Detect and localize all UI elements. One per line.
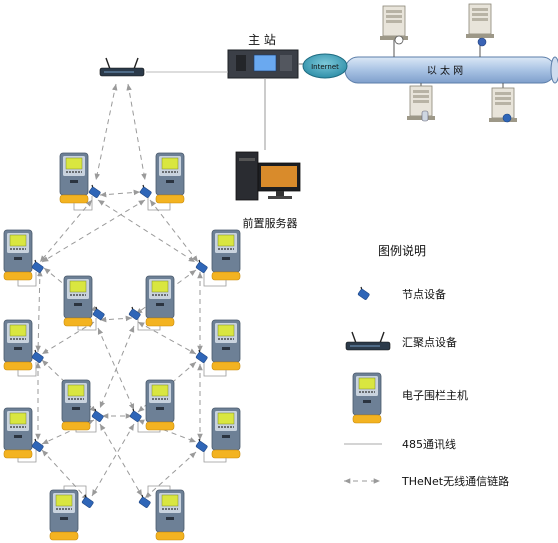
legend-item-router-label: 汇聚点设备 — [402, 335, 457, 349]
ethernet-label: 以 太 网 — [427, 64, 463, 77]
rs485-line — [137, 318, 161, 331]
rs485-line — [63, 485, 87, 498]
legend-title: 图例说明 — [378, 243, 426, 258]
fence-host-icon — [211, 229, 241, 281]
node-device-icon — [88, 184, 102, 199]
rs485-line — [75, 420, 97, 433]
rs485-line — [17, 450, 37, 463]
server-icon — [406, 83, 436, 122]
fence-host-icon — [352, 372, 382, 424]
rs485-line — [147, 485, 171, 498]
front-server-label: 前置服务器 — [243, 216, 298, 230]
aggregation-router-icon — [345, 331, 391, 351]
rs485-line — [17, 272, 37, 287]
fence-host-icon — [145, 275, 175, 327]
fence-host-icon — [211, 407, 241, 459]
fence-host-icon — [63, 275, 93, 327]
ethernet-bus: 以 太 网 — [344, 56, 558, 84]
node-device-icon — [138, 494, 152, 509]
node-device-icon — [357, 286, 371, 301]
legend-item-host-label: 电子围栏主机 — [402, 388, 468, 402]
aggregation-router-icon — [99, 57, 145, 77]
fence-host-icon — [59, 152, 89, 204]
internet-label: Internet — [311, 63, 339, 71]
fence-host-icon — [3, 319, 33, 371]
legend-item-wireless-label: THeNet无线通信链路 — [401, 474, 509, 488]
legend: 图例说明 节点设备 汇聚点设备 电子围栏主机 485通讯线 THeNet无线通信… — [344, 243, 509, 488]
node-device-icon — [195, 259, 209, 274]
rs485-line — [203, 362, 227, 377]
wireless-link-network — [35, 83, 203, 501]
fence-host-icon — [3, 229, 33, 281]
node-device-icon — [195, 438, 209, 453]
internet-cloud-icon: Internet — [298, 53, 348, 79]
rs485-line — [147, 196, 171, 211]
rs485-line — [137, 420, 161, 433]
fence-host-icon — [211, 319, 241, 371]
server-icon — [488, 83, 518, 123]
rs485-line — [203, 450, 227, 463]
rs485-line — [77, 318, 97, 331]
legend-item-node-label: 节点设备 — [402, 287, 446, 301]
rs485-line — [73, 196, 93, 211]
node-device-icon — [129, 408, 143, 423]
node-device-icon — [139, 184, 153, 199]
server-icon — [379, 5, 409, 57]
fence-host-icon — [3, 407, 33, 459]
rs485-line — [17, 362, 37, 377]
fence-host-icon — [61, 379, 91, 431]
fence-host-icon — [155, 489, 185, 541]
master-station-label: 主 站 — [248, 33, 276, 47]
front-server-workstation-icon — [235, 151, 301, 201]
legend-item-485-label: 485通讯线 — [402, 437, 456, 451]
node-device-icon — [81, 494, 95, 509]
fence-host-icon — [145, 379, 175, 431]
rs485-line — [203, 272, 227, 287]
fence-host-icon — [155, 152, 185, 204]
server-icon — [465, 3, 495, 57]
fence-host-icon — [49, 489, 79, 541]
node-device-icon — [195, 349, 209, 364]
master-station-rack-icon — [227, 49, 299, 79]
